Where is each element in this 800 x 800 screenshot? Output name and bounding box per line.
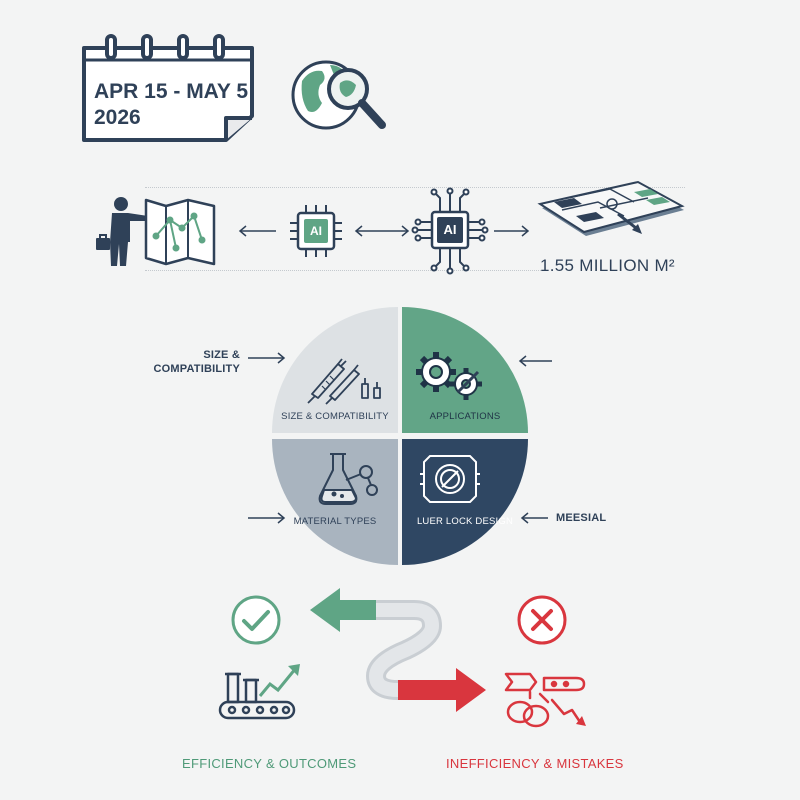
globe-search-icon — [291, 60, 386, 130]
arrow-left-1 — [238, 225, 276, 237]
quadrant-label: APPLICATIONS — [429, 411, 501, 422]
ai-chip-icon — [290, 205, 342, 257]
ai-chip-navy: AI — [411, 186, 489, 276]
arrow-right-material — [248, 512, 286, 524]
calendar: APR 15 - MAY 5 2026 — [80, 34, 258, 144]
conveyor-growth-icon — [218, 664, 300, 720]
quadrant-label: MATERIAL TYPES — [293, 516, 377, 527]
x-circle-icon — [517, 595, 567, 645]
outcome-negative-label: INEFFICIENCY & MISTAKES — [446, 756, 624, 771]
ai-chip-label: AI — [310, 224, 322, 238]
arrow-right-1 — [494, 225, 530, 237]
date-range: APR 15 - MAY 5 — [94, 80, 249, 103]
divider-top — [145, 187, 685, 188]
ai-chip-label: AI — [443, 222, 457, 237]
side-label-meesial: MEESIAL — [556, 512, 607, 524]
divider-bottom — [145, 270, 545, 271]
date-year: 2026 — [94, 106, 141, 129]
arrow-both — [354, 225, 410, 237]
presenter-map-icon — [96, 197, 216, 266]
red-arrow — [398, 668, 486, 712]
syringes-icon — [307, 358, 381, 405]
quadrant-label: SIZE & COMPATIBILITY — [281, 411, 389, 422]
outcome-positive-label: EFFICIENCY & OUTCOMES — [182, 756, 357, 771]
flask-icon — [318, 453, 378, 505]
quadrant-label: LUER LOCK DESIGN — [416, 516, 514, 527]
branch-arrows — [310, 588, 486, 712]
check-circle-icon — [231, 595, 281, 645]
luer-lock-icon — [420, 455, 480, 503]
floor-plan-icon — [537, 180, 685, 236]
area-value: 1.55 MILLION M² — [540, 256, 675, 275]
gears-icon — [416, 352, 482, 400]
arrow-right-size — [248, 352, 286, 364]
arrow-left-luer — [520, 512, 548, 524]
side-label-size: SIZE & COMPATIBILITY — [153, 349, 240, 375]
quadrant-size-compatibility — [272, 307, 398, 433]
green-arrow — [310, 588, 376, 632]
arrow-left-applications — [518, 355, 552, 367]
ai-chip-icon — [411, 187, 489, 275]
calendar-icon — [82, 34, 254, 142]
ai-chip-green: AI — [286, 203, 346, 259]
broken-chain-icon — [504, 672, 586, 728]
